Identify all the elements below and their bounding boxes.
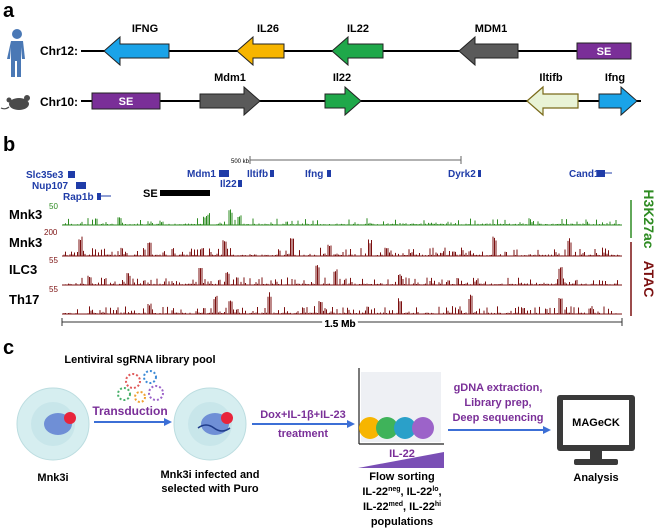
gene-mdm1-label: Mdm1 — [187, 169, 216, 180]
il22-label: IL22 — [347, 23, 369, 35]
track-label-2: Mnk3 — [9, 235, 42, 250]
flow-sorting-label: Flow sorting — [369, 471, 434, 483]
mouse-se-label: SE — [119, 96, 134, 108]
mouse-il22-label: Il22 — [333, 72, 351, 84]
scale-label: 500 kb — [231, 159, 250, 165]
atac-label: ATAC — [641, 261, 657, 298]
panel-label-a: a — [3, 0, 15, 22]
track-label-1: Mnk3 — [9, 207, 42, 222]
gene-rap1b-label: Rap1b — [63, 192, 94, 203]
mdm1-label: MDM1 — [475, 23, 507, 35]
treatment-label-2: treatment — [278, 428, 328, 440]
track-label-4: Th17 — [9, 292, 39, 307]
mouse-ifng-label: Ifng — [605, 72, 625, 84]
gene-iltifb-model — [270, 170, 274, 177]
signal-tracks — [63, 209, 620, 314]
library-title: Lentiviral sgRNA library pool — [64, 354, 215, 366]
gene-cand1-label: Cand1 — [569, 169, 600, 180]
gene-mdm1-model — [219, 170, 229, 177]
human-icon — [7, 29, 25, 77]
panel-label-c: c — [3, 337, 14, 359]
gene-nup107-label: Nup107 — [32, 181, 69, 192]
human-super-enhancer — [576, 42, 632, 60]
pop-il22-3: IL-22 — [363, 501, 389, 513]
transduction-arrowhead — [164, 418, 172, 426]
gdna-label-3: Deep sequencing — [452, 412, 543, 424]
sup-neg: neg — [388, 486, 400, 493]
cell1-label: Mnk3i — [37, 472, 68, 484]
infected-cell-icon — [173, 387, 247, 461]
transduction-label: Transduction — [92, 404, 167, 418]
span-label-text: 1.5 Mb — [324, 319, 355, 330]
lentivirus-library-icon — [117, 370, 164, 403]
pop-comma: , — [439, 486, 442, 498]
mouse-chrom-label: Chr10: — [40, 95, 78, 109]
gene-dyrk2-model — [478, 170, 481, 177]
span-label: 1.5 Mb — [324, 319, 355, 330]
mageck-label: MAGeCK — [572, 417, 620, 429]
iltifb-gene-arrow — [526, 85, 579, 117]
il22-gradient-wedge — [358, 452, 444, 468]
analysis-label: Analysis — [573, 472, 618, 484]
gene-nup107-model — [76, 182, 86, 189]
sup-hi: hi — [435, 501, 441, 508]
mouse-mdm1-label: Mdm1 — [214, 72, 246, 84]
panel-b-se-bar — [160, 190, 210, 196]
mouse-il22-gene-arrow — [324, 85, 362, 117]
gene-rap1b-model — [97, 193, 101, 200]
sup-med: med — [389, 501, 403, 508]
il22-gene-arrow — [331, 35, 384, 67]
treatment-arrowhead — [347, 420, 355, 428]
treatment-label-1: Dox+IL-1β+IL-23 — [260, 409, 346, 421]
flow-sorting-plot — [358, 368, 444, 445]
sequencing-arrowhead — [543, 426, 551, 434]
iltifb-label: Iltifb — [539, 72, 562, 84]
computer-monitor-icon — [557, 395, 635, 465]
track-max-4: 55 — [49, 285, 58, 294]
h3k27ac-label: H3K27ac — [641, 189, 657, 248]
gene-iltifb-label: Iltifb — [247, 169, 268, 180]
track-label-3: ILC3 — [9, 262, 37, 277]
cell2-label-line2: selected with Puro — [161, 483, 258, 495]
mouse-super-enhancer — [91, 92, 161, 110]
pop-il22-1: IL-22 — [362, 486, 388, 498]
human-se-label: SE — [597, 46, 612, 58]
il26-gene-arrow — [236, 35, 285, 67]
gene-slc35e3-model — [68, 171, 75, 178]
il22-axis-label: IL-22 — [389, 448, 415, 460]
ifng-label: IFNG — [132, 23, 158, 35]
gene-slc35e3-label: Slc35e3 — [26, 170, 64, 181]
mnk3i-cell-icon — [16, 387, 90, 461]
track-max-2: 200 — [44, 228, 58, 237]
pop-il22-4: , IL-22 — [403, 501, 435, 513]
mdm1-gene-arrow — [458, 35, 519, 67]
ifng-gene-arrow — [103, 35, 170, 67]
gene-il22-model — [238, 180, 242, 187]
gene-ifng-model — [327, 170, 331, 177]
mouse-icon — [0, 95, 30, 110]
populations-line-1: IL-22neg, IL-22lo, — [362, 486, 441, 498]
cell2-label-line1: Mnk3i infected and — [160, 469, 259, 481]
sup-lo: lo — [432, 486, 438, 493]
pop-il22-2: , IL-22 — [401, 486, 433, 498]
mouse-mdm1-gene-arrow — [199, 85, 261, 117]
track-max-1: 50 — [49, 202, 58, 211]
panel-label-b: b — [3, 134, 15, 156]
track-max-3: 55 — [49, 256, 58, 265]
populations-label: populations — [371, 516, 433, 528]
mouse-ifng-gene-arrow — [598, 85, 638, 117]
human-chrom-label: Chr12: — [40, 44, 78, 58]
populations-line-2: IL-22med, IL-22hi — [363, 501, 441, 513]
gdna-label-1: gDNA extraction, — [454, 382, 543, 394]
gdna-label-2: Library prep, — [464, 397, 531, 409]
il26-label: IL26 — [257, 23, 279, 35]
gene-il22-label: Il22 — [220, 179, 237, 190]
gene-dyrk2-label: Dyrk2 — [448, 169, 476, 180]
gene-ifng-label: Ifng — [305, 169, 323, 180]
panel-b-se-label: SE — [143, 188, 158, 200]
gene-cand1-model — [597, 170, 605, 177]
